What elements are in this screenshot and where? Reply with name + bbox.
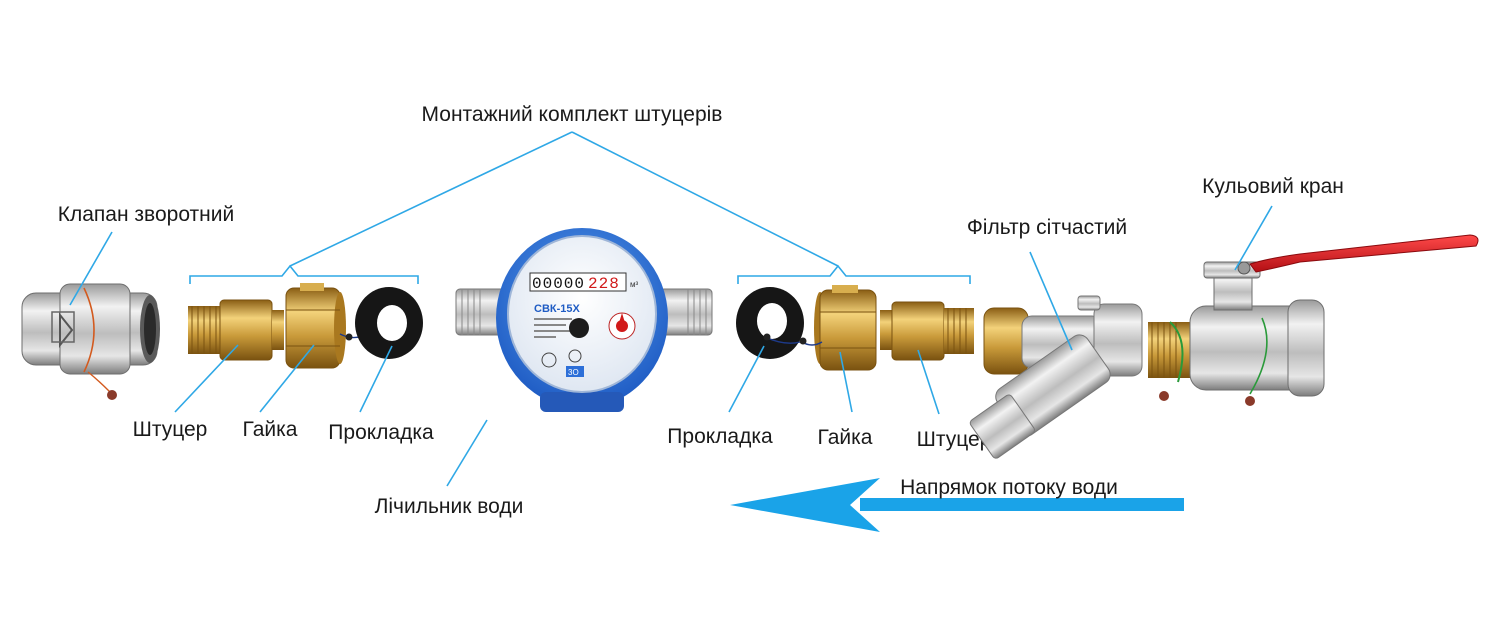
check-valve	[21, 283, 160, 400]
ball-valve-label: Кульовий кран	[1202, 175, 1344, 198]
left-gasket	[355, 287, 423, 359]
flow-direction-arrow	[730, 478, 1184, 532]
right-gasket-label: Прокладка	[667, 425, 773, 448]
right-gasket-leader	[728, 345, 765, 413]
left-fitting	[188, 299, 284, 361]
meter-model: СВК-15Х	[534, 303, 581, 315]
right-kit-brace	[737, 264, 971, 284]
mesh-filter-leader	[1029, 251, 1073, 351]
meter-badge: 3О	[568, 368, 579, 377]
ball-valve	[1148, 234, 1479, 406]
mounting-kit-label: Монтажний комплект штуцерів	[422, 103, 723, 126]
meter-counter-red: 228	[588, 275, 620, 293]
right-nut	[799, 285, 877, 371]
mounting-kit-leaders	[289, 131, 839, 267]
check-valve-leader	[69, 231, 113, 306]
left-gasket-leader	[359, 345, 393, 413]
left-kit-brace	[189, 264, 419, 284]
right-fitting-label: Штуцер	[917, 428, 992, 451]
right-nut-leader	[839, 351, 853, 413]
left-nut-label: Гайка	[243, 418, 298, 441]
mesh-filter-label: Фільтр сітчастий	[967, 216, 1127, 239]
right-gasket	[736, 287, 804, 359]
left-fitting-label: Штуцер	[133, 418, 208, 441]
left-nut	[285, 283, 363, 369]
right-fitting-leader	[917, 349, 940, 415]
water-meter-label: Лічильник води	[375, 495, 524, 518]
right-fitting	[880, 301, 974, 361]
left-fitting-leader	[174, 344, 239, 413]
meter-unit: м³	[630, 280, 639, 289]
mesh-filter	[969, 295, 1143, 459]
flow-direction-label: Напрямок потоку води	[900, 476, 1118, 499]
ball-valve-leader	[1234, 205, 1273, 271]
water-meter-leader	[446, 419, 488, 487]
left-gasket-label: Прокладка	[328, 421, 434, 444]
check-valve-label: Клапан зворотний	[58, 203, 234, 226]
right-nut-label: Гайка	[818, 426, 873, 449]
left-nut-leader	[259, 344, 315, 413]
water-meter: 00000 228 м³ СВК-15Х 3О	[455, 228, 713, 412]
meter-counter-black: 00000	[532, 275, 585, 293]
